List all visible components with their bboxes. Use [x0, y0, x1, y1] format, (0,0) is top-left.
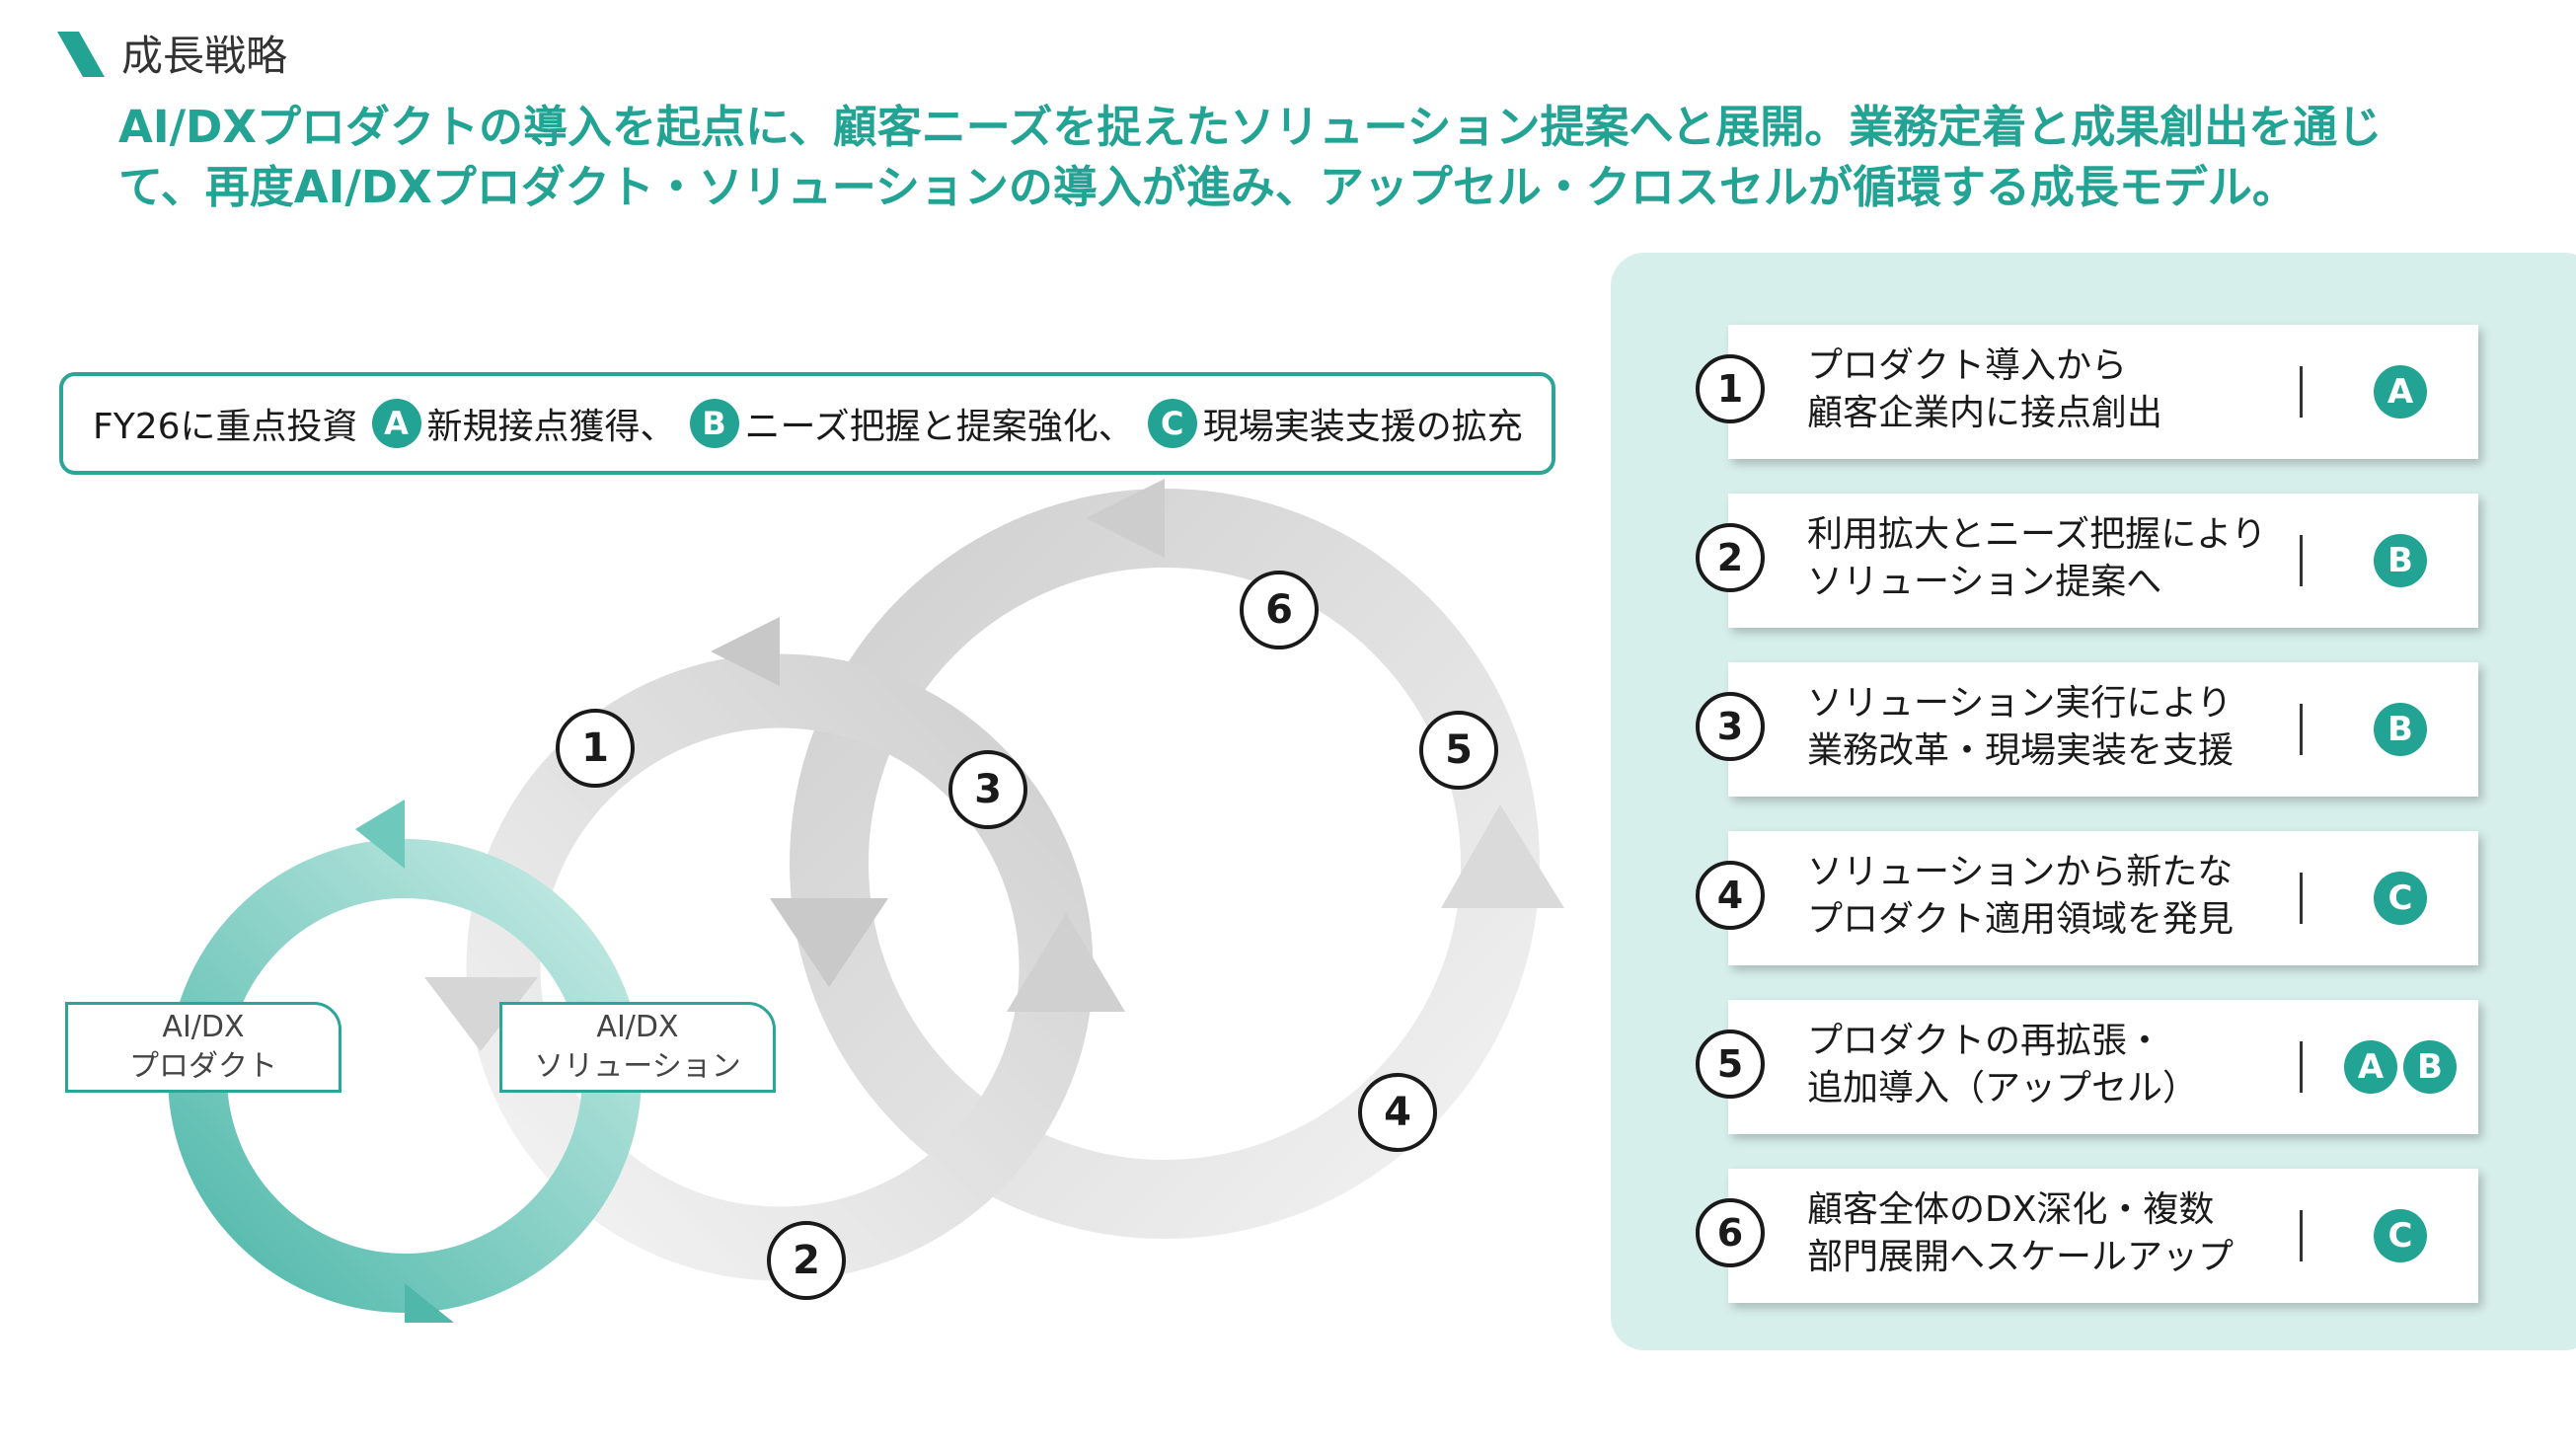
badge-c: C [2374, 872, 2427, 925]
focus-item-label: 現場実装支援の拡充 [1202, 407, 1523, 447]
badge-a: A [2374, 365, 2427, 419]
cycle-step-6: 6 [1240, 571, 1319, 649]
cycle-step-5: 5 [1419, 711, 1498, 790]
focus-investment-box: FY26に重点投資 A 新規接点獲得、 B ニーズ把握と提案強化、 C 現場実装… [59, 372, 1555, 475]
middle-arrow-right-icon [1007, 913, 1125, 1012]
step-badges: A [2336, 325, 2464, 459]
outer-arrow-right-icon [1441, 804, 1564, 908]
lead-text: AI/DXプロダクトの導入を起点に、顧客ニーズを捉えたソリューション提案へと展開… [118, 101, 2383, 213]
outer-arrow-left-icon [770, 898, 888, 987]
focus-prefix: FY26に重点投資 [93, 407, 358, 447]
focus-item-b: B ニーズ把握と提案強化、 [676, 398, 1134, 449]
cycle-step-1: 1 [556, 709, 635, 788]
teal-arrow-bottom-icon [405, 1283, 454, 1323]
step-badges: B [2336, 494, 2464, 628]
cycle-step-4: 4 [1358, 1073, 1437, 1152]
step-number: 4 [1696, 861, 1765, 930]
cycle-step-3: 3 [948, 750, 1027, 829]
divider [2300, 535, 2303, 586]
tag-ai-dx-solution: AI/DX ソリューション [499, 1002, 776, 1093]
badge-b: B [2403, 1040, 2457, 1094]
step-number: 6 [1696, 1198, 1765, 1267]
badge-c: C [2374, 1209, 2427, 1262]
growth-cycle-diagram [168, 479, 1564, 1323]
middle-arrow-top-icon [711, 617, 780, 686]
focus-item-c: C 現場実装支援の拡充 [1134, 398, 1523, 449]
middle-arrow-left-icon [424, 977, 538, 1051]
step-number: 2 [1696, 523, 1765, 592]
divider [2300, 1210, 2303, 1261]
step-number: 5 [1696, 1030, 1765, 1099]
teal-arrow-top-icon [355, 800, 405, 869]
step-badges: A B [2336, 1000, 2464, 1134]
step-description: プロダクト導入から 顧客企業内に接点創出 [1807, 345, 2163, 433]
step-row-1: 1 プロダクト導入から 顧客企業内に接点創出 A [1696, 325, 2478, 459]
focus-item-label: ニーズ把握と提案強化、 [744, 407, 1134, 447]
step-number: 3 [1696, 692, 1765, 761]
tag-line: AI/DX [596, 1010, 679, 1044]
focus-item-a: A 新規接点獲得、 [358, 398, 676, 449]
badge-a: A [2344, 1040, 2397, 1094]
badge-b: B [2374, 534, 2427, 587]
step-number: 1 [1696, 354, 1765, 423]
outer-arrow-top-icon [1086, 479, 1165, 558]
cycle-step-2: 2 [767, 1221, 846, 1300]
badge-c: C [1147, 399, 1197, 448]
step-badges: C [2336, 831, 2464, 965]
tag-line: プロダクト [129, 1049, 277, 1084]
tag-line: AI/DX [162, 1010, 245, 1044]
step-row-3: 3 ソリューション実行により 業務改革・現場実装を支援 B [1696, 662, 2478, 797]
step-badges: C [2336, 1169, 2464, 1303]
badge-b: B [689, 399, 739, 448]
divider [2300, 704, 2303, 755]
step-description: プロダクトの再拡張・ 追加導入（アップセル） [1807, 1021, 2199, 1108]
badge-a: A [371, 399, 421, 448]
step-row-6: 6 顧客全体のDX深化・複数 部門展開へスケールアップ C [1696, 1169, 2478, 1303]
step-row-5: 5 プロダクトの再拡張・ 追加導入（アップセル） A B [1696, 1000, 2478, 1134]
step-badges: B [2336, 662, 2464, 797]
tag-line: ソリューション [534, 1049, 741, 1084]
divider [2300, 1041, 2303, 1093]
divider [2300, 873, 2303, 924]
header-slash-icon [57, 32, 105, 77]
divider [2300, 366, 2303, 418]
focus-item-label: 新規接点獲得、 [426, 407, 676, 447]
step-description: ソリューションから新たな プロダクト適用領域を発見 [1807, 852, 2235, 940]
badge-b: B [2374, 703, 2427, 756]
step-row-4: 4 ソリューションから新たな プロダクト適用領域を発見 C [1696, 831, 2478, 965]
step-row-2: 2 利用拡大とニーズ把握により ソリューション提案へ B [1696, 494, 2478, 628]
step-description: ソリューション実行により 業務改革・現場実装を支援 [1807, 683, 2235, 771]
section-label: 成長戦略 [121, 32, 288, 80]
tag-ai-dx-product: AI/DX プロダクト [65, 1002, 341, 1093]
step-description: 顧客全体のDX深化・複数 部門展開へスケールアップ [1807, 1189, 2235, 1277]
step-description: 利用拡大とニーズ把握により ソリューション提案へ [1807, 514, 2267, 602]
